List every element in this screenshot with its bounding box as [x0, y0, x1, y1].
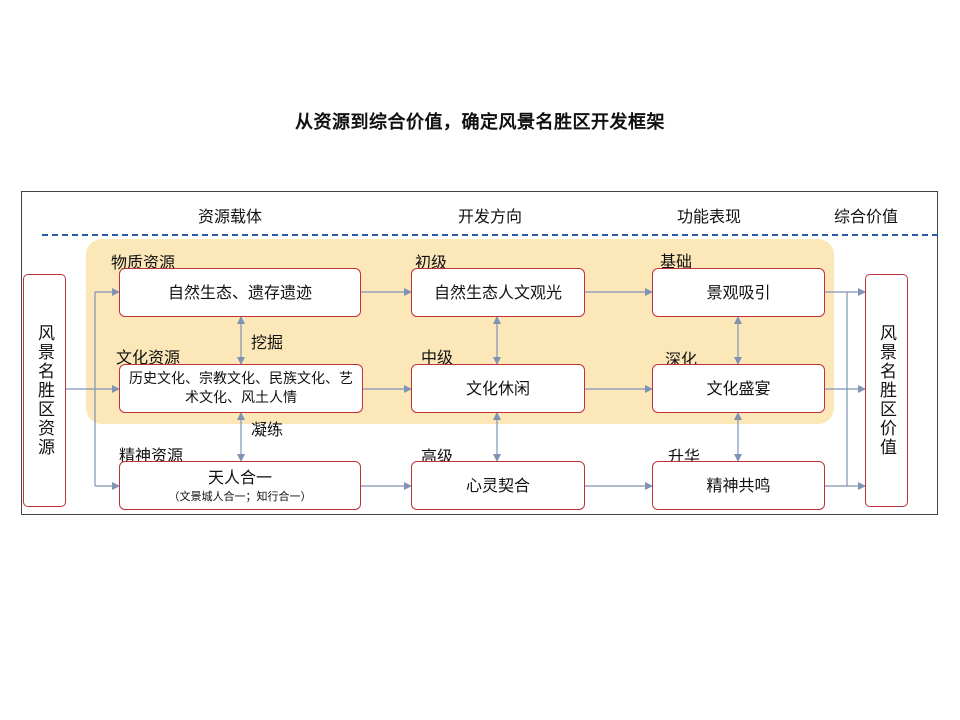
header-resource-carrier: 资源载体 [198, 207, 263, 226]
scenic-area-value-box: 风景名胜区价值 [865, 274, 908, 507]
dig-label: 挖掘 [251, 333, 284, 352]
spiritual-resources-label: 精神资源 [119, 446, 184, 465]
page-title: 从资源到综合价值，确定风景名胜区开发框架 [295, 112, 665, 133]
header-development-direction: 开发方向 [458, 207, 523, 226]
middle-direction-text: 文化休闲 [465, 378, 530, 398]
spiritual-resources-text: 天人合一 [207, 467, 272, 487]
spiritual-resources-subtext: （文景城人合一；知行合一） [168, 489, 312, 503]
cultural-resources-box: 历史文化、宗教文化、民族文化、艺术文化、风土人情 [119, 364, 363, 413]
sublime-function-text: 精神共鸣 [706, 475, 771, 495]
advanced-direction-text: 心灵契合 [465, 475, 530, 495]
material-resources-text: 自然生态、遗存遗迹 [167, 282, 312, 302]
material-resources-box: 自然生态、遗存遗迹 [119, 268, 361, 317]
scenic-area-resources-box: 风景名胜区资源 [23, 274, 66, 507]
advanced-direction-box: 心灵契合 [411, 461, 585, 510]
header-divider [42, 234, 938, 236]
material-resources-label: 物质资源 [111, 253, 176, 272]
header-comprehensive-value: 综合价值 [834, 207, 899, 226]
basic-function-box: 景观吸引 [652, 268, 825, 317]
primary-direction-text: 自然生态人文观光 [433, 282, 562, 302]
primary-direction-box: 自然生态人文观光 [411, 268, 585, 317]
scenic-area-value-text: 风景名胜区价值 [876, 324, 896, 457]
spiritual-resources-box: 天人合一 （文景城人合一；知行合一） [119, 461, 361, 510]
middle-level-label: 中级 [421, 348, 454, 367]
deepen-function-text: 文化盛宴 [706, 378, 771, 398]
cultural-resources-text: 历史文化、宗教文化、民族文化、艺术文化、风土人情 [129, 370, 353, 406]
refine-label: 凝练 [251, 420, 284, 439]
basic-label: 基础 [660, 252, 693, 271]
middle-direction-box: 文化休闲 [411, 364, 585, 413]
deepen-function-box: 文化盛宴 [652, 364, 825, 413]
basic-function-text: 景观吸引 [706, 282, 771, 302]
sublime-function-box: 精神共鸣 [652, 461, 825, 510]
scenic-area-resources-text: 风景名胜区资源 [34, 324, 54, 457]
header-function-expression: 功能表现 [677, 207, 742, 226]
primary-level-label: 初级 [415, 253, 448, 272]
cultural-resources-label: 文化资源 [116, 348, 181, 367]
